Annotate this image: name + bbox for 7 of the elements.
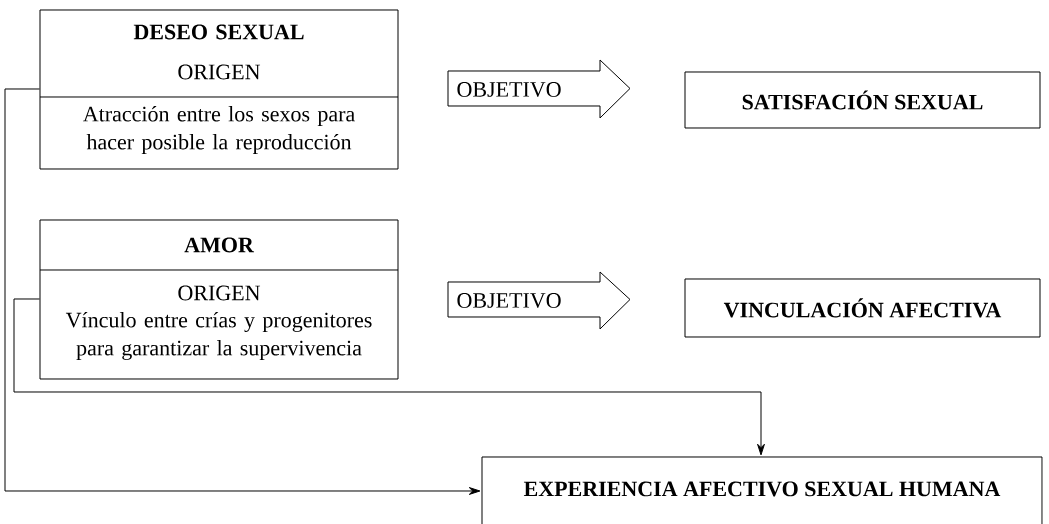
text-box: AMOR ORIGEN Vínculo entre crías y progenitores para garantizar la supervivencia <box>39 219 399 380</box>
text-box: DESEO SEXUAL ORIGEN Atracción entre los sexos para hacer posible la reproducción <box>39 9 399 170</box>
connector-arrow <box>13 298 765 456</box>
connector-arrow <box>4 88 481 495</box>
text-box: SATISFACIÓN SEXUAL <box>684 71 1041 129</box>
text-box: VINCULACIÓN AFECTIVA <box>684 278 1041 338</box>
text-box: EXPERIENCIA AFECTIVO SEXUAL HUMANA <box>481 456 1043 524</box>
